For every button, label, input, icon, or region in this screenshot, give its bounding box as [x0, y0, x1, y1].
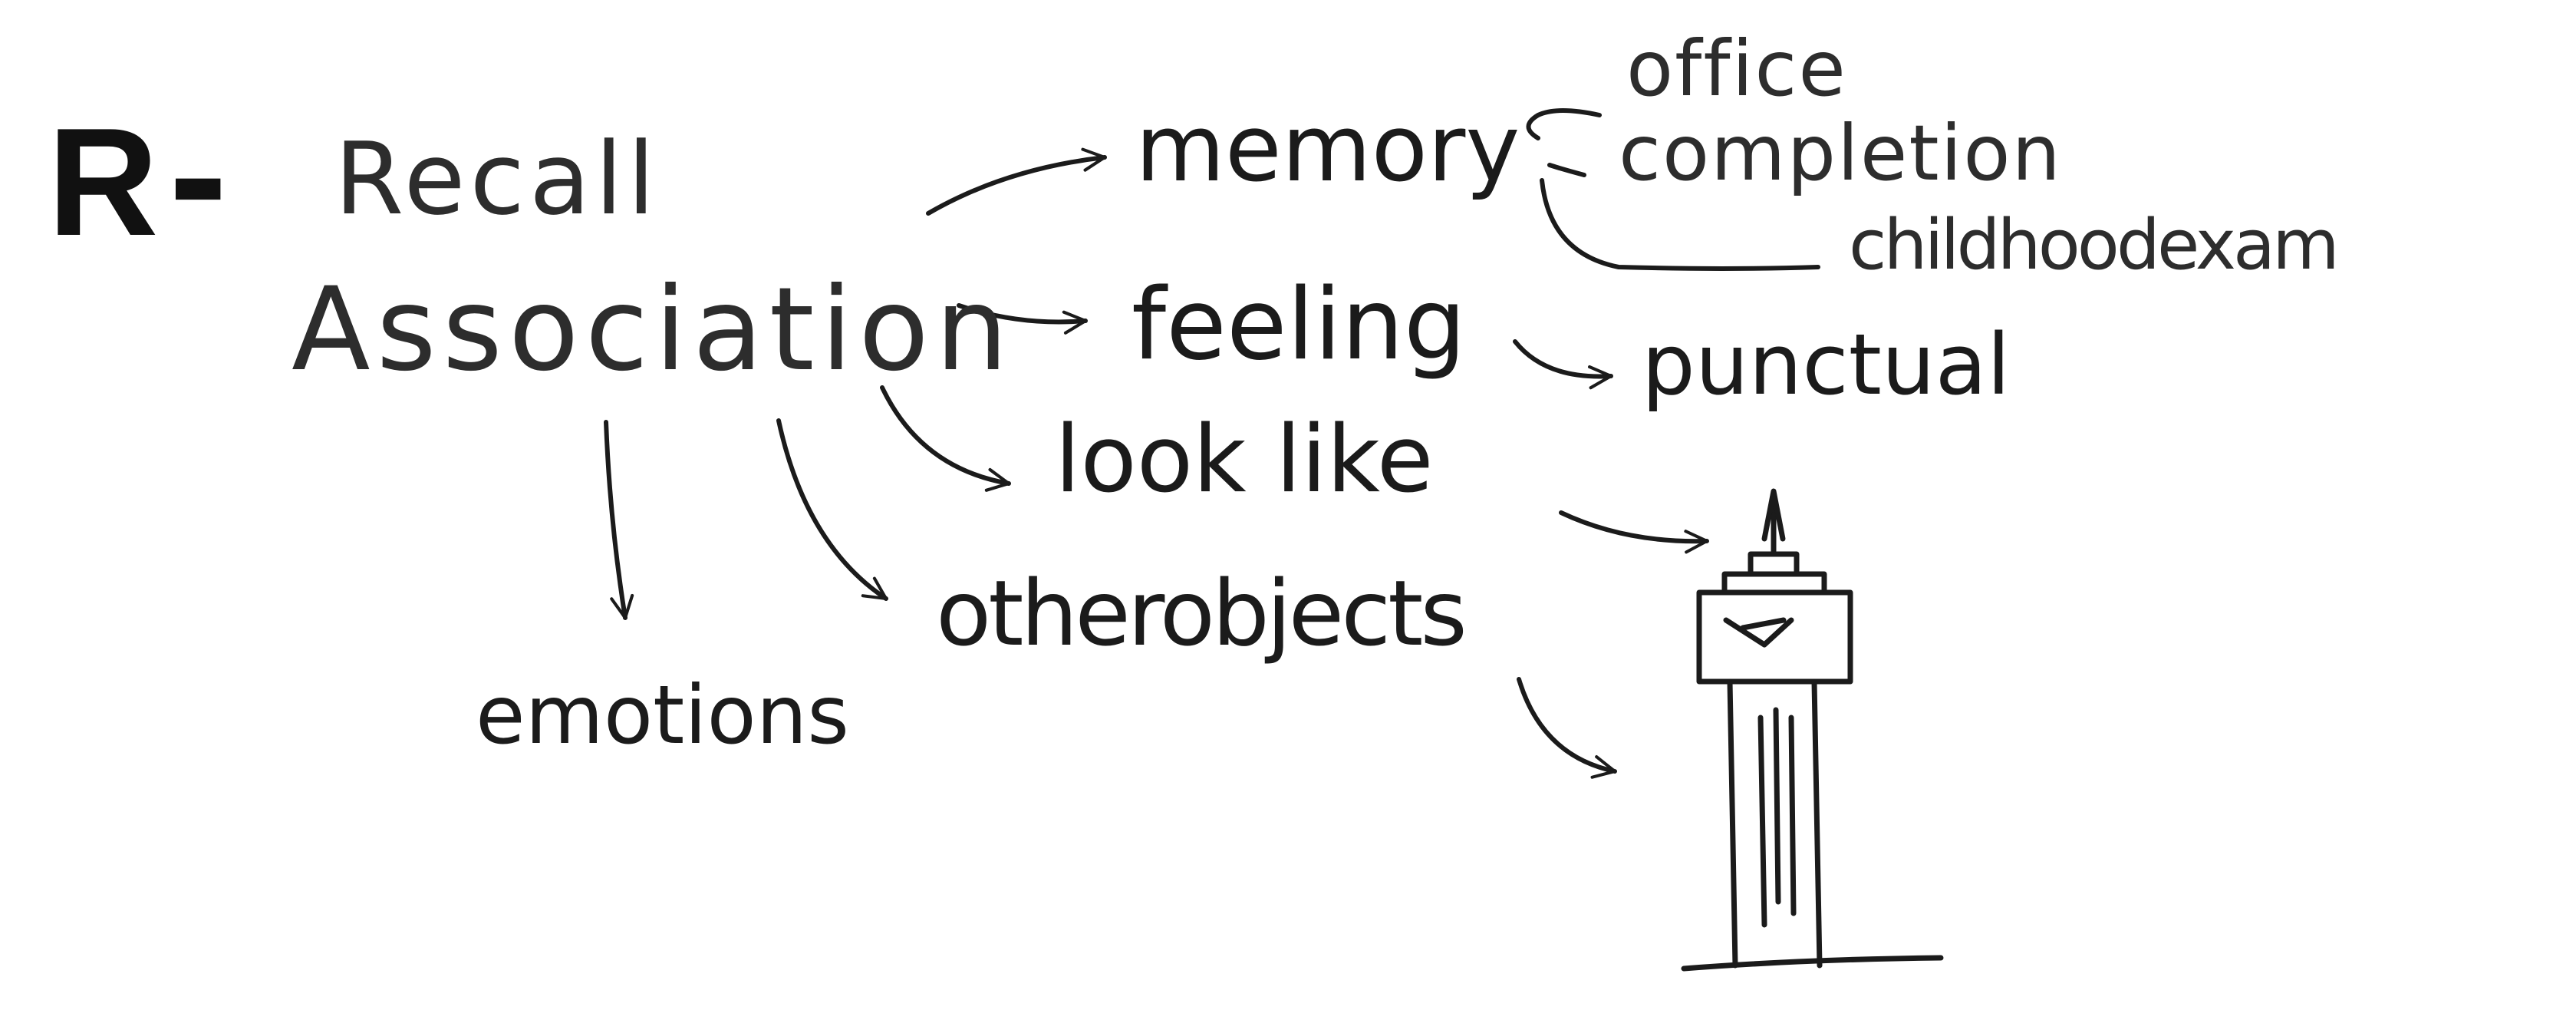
arrow-to-memory	[926, 147, 1107, 216]
word-recall: Recall	[334, 120, 660, 237]
arrow-to-emotions	[604, 420, 634, 620]
arrow-look-like-to-tower	[1559, 510, 1709, 554]
branch-to-childhood-exam	[1540, 178, 1820, 271]
word-feeling: feeling	[1132, 268, 1467, 382]
word-childhood-exam: childhoodexam	[1849, 205, 2340, 286]
heading-dash: -	[169, 75, 228, 272]
word-emotions: emotions	[476, 668, 849, 762]
branch-to-office	[1526, 108, 1602, 140]
word-look-like: look like	[1055, 407, 1434, 513]
word-punctual: punctual	[1642, 315, 2011, 414]
arrow-to-feeling	[957, 303, 1088, 335]
word-office: office	[1626, 24, 1847, 114]
branch-to-completion	[1547, 163, 1586, 177]
clock-tower-icon	[1681, 488, 1944, 972]
arrow-to-other-objects	[776, 418, 888, 601]
arrow-other-objects-to-tower	[1517, 677, 1617, 779]
word-other-objects: otherobjects	[936, 560, 1468, 666]
word-memory: memory	[1135, 96, 1520, 203]
heading-letter: R	[48, 97, 159, 268]
arrow-to-punctual	[1513, 339, 1613, 390]
word-association: Association	[292, 263, 1015, 397]
arrow-to-look-like	[880, 385, 1011, 492]
word-completion: completion	[1619, 108, 2062, 198]
